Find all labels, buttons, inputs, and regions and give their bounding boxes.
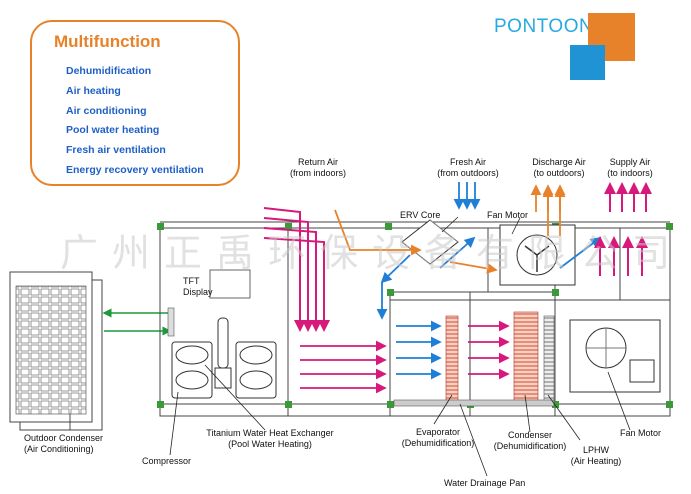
label-evaporator-line1: Evaporator bbox=[415, 427, 461, 437]
label-supply-air-line1: Supply Air bbox=[609, 157, 651, 167]
fresh-air-internal-arrows bbox=[376, 236, 602, 380]
water-drainage-pan bbox=[393, 399, 555, 407]
feature-item: Air conditioning bbox=[66, 104, 147, 117]
label-evaporator: Evaporator (Dehumidification) bbox=[394, 427, 482, 449]
label-fan-motor-bottom: Fan Motor bbox=[620, 428, 662, 438]
label-heat-exchanger-line2: (Pool Water Heating) bbox=[228, 439, 312, 449]
label-return-air-line1: Return Air bbox=[297, 157, 339, 167]
feature-item: Pool water heating bbox=[66, 124, 160, 137]
label-discharge-air: Discharge Air (to outdoors) bbox=[519, 157, 599, 179]
discharge-air-arrows bbox=[530, 184, 566, 212]
label-return-air-line2: (from indoors) bbox=[289, 168, 346, 178]
label-tft-line1: TFT bbox=[183, 276, 200, 286]
label-condenser-line2: (Dehumidification) bbox=[493, 441, 567, 451]
label-condenser: Condenser (Dehumidification) bbox=[486, 430, 574, 452]
label-tft-line2: Display bbox=[183, 287, 213, 297]
label-heat-exchanger-line1: Titanium Water Heat Exchanger bbox=[206, 428, 334, 438]
outdoor-condenser-unit bbox=[9, 271, 103, 431]
label-water-drainage-pan: Water Drainage Pan bbox=[444, 478, 526, 488]
fresh-air-arrows bbox=[453, 182, 481, 210]
label-fan-motor-top: Fan Motor bbox=[487, 210, 529, 220]
label-lphw: LPHW (Air Heating) bbox=[566, 445, 626, 467]
feature-list: Dehumidification Air heating Air conditi… bbox=[66, 62, 204, 181]
internal-flow-arrows bbox=[300, 320, 510, 394]
label-outdoor-condenser-line2: (Air Conditioning) bbox=[24, 444, 94, 454]
label-supply-air: Supply Air (to indoors) bbox=[590, 157, 670, 179]
condenser-coil bbox=[513, 311, 539, 405]
erv-core bbox=[401, 219, 459, 265]
label-condenser-line1: Condenser bbox=[507, 430, 553, 440]
label-compressor: Compressor bbox=[142, 456, 192, 466]
label-fresh-air-line1: Fresh Air bbox=[449, 157, 486, 167]
label-discharge-air-line1: Discharge Air bbox=[532, 157, 586, 167]
label-return-air: Return Air (from indoors) bbox=[278, 157, 358, 179]
feature-title: Multifunction bbox=[54, 32, 161, 51]
label-tft-display: TFT Display bbox=[183, 276, 213, 298]
bottom-fan bbox=[569, 319, 661, 393]
top-fan bbox=[499, 224, 576, 286]
label-fresh-air: Fresh Air (from outdoors) bbox=[428, 157, 508, 179]
label-erv-core: ERV Core bbox=[400, 210, 441, 220]
feature-item: Fresh air ventilation bbox=[66, 144, 166, 157]
feature-item: Air heating bbox=[66, 84, 121, 97]
label-lphw-line2: (Air Heating) bbox=[570, 456, 622, 466]
label-fresh-air-line2: (from outdoors) bbox=[437, 168, 499, 178]
label-heat-exchanger: Titanium Water Heat Exchanger (Pool Wate… bbox=[190, 428, 350, 450]
feature-item: Dehumidification bbox=[66, 65, 152, 77]
feature-item: Energy recovery ventilation bbox=[66, 163, 204, 176]
label-discharge-air-line2: (to outdoors) bbox=[533, 168, 585, 178]
refrigerant-pipes bbox=[102, 307, 175, 337]
brand-name: PONTOON bbox=[494, 16, 594, 37]
compressor bbox=[171, 317, 277, 399]
label-supply-air-line2: (to indoors) bbox=[607, 168, 653, 178]
label-lphw-line1: LPHW bbox=[582, 445, 609, 455]
feature-box: Multifunction Dehumidification Air heati… bbox=[30, 20, 240, 186]
return-air-arrows bbox=[263, 207, 330, 332]
label-outdoor-condenser: Outdoor Condenser (Air Conditioning) bbox=[24, 433, 103, 455]
supply-air-arrows bbox=[594, 182, 652, 276]
label-outdoor-condenser-line1: Outdoor Condenser bbox=[24, 433, 104, 443]
evaporator-coil bbox=[445, 315, 459, 405]
leader-lines bbox=[69, 216, 631, 477]
logo-blue-square bbox=[570, 45, 605, 80]
label-evaporator-line2: (Dehumidification) bbox=[401, 438, 475, 448]
lphw-coil bbox=[543, 315, 555, 405]
